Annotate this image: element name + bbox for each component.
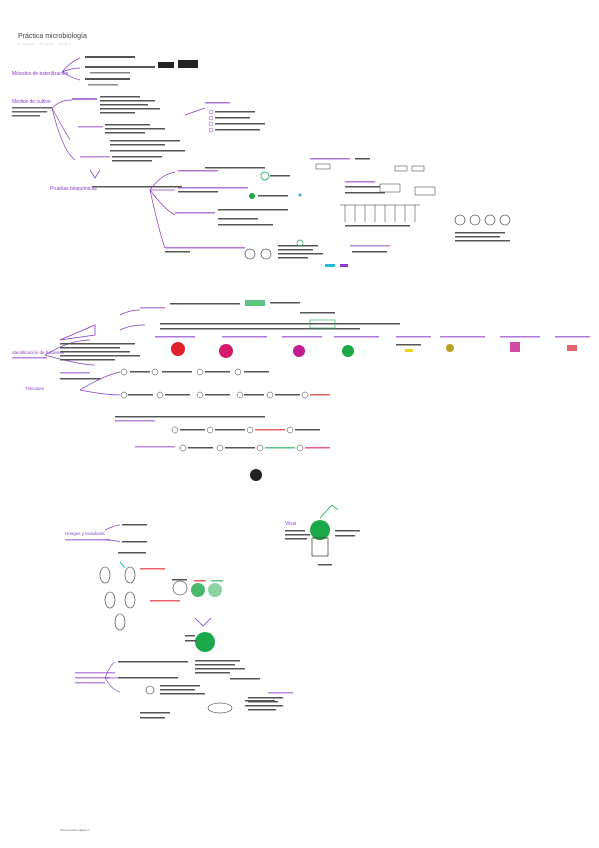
heading-viruses: Virus [285, 521, 297, 527]
heading-bacteria-identification: Identificación de bacterias [12, 350, 65, 355]
footer-note: Final: revisar página 7 [60, 828, 90, 832]
page-subtitle: A. Gómez · 2º curso · tema 1 [18, 42, 71, 46]
section-bacteria-identification: Identificación de bacterias [12, 300, 590, 366]
section-bottom-notes [75, 660, 293, 719]
section-viruses: Virus [285, 504, 360, 566]
section-fungi: Hongos y levaduras [65, 524, 223, 652]
section-biochemical-tests: Pruebas bioquímicas [50, 158, 511, 267]
heading-biochemical-tests: Pruebas bioquímicas [50, 186, 97, 192]
heading-stains: Tinciones [25, 386, 45, 391]
section-culture-media: Medios de cultivo [12, 96, 265, 179]
heading-fungi: Hongos y levaduras [65, 531, 106, 536]
section-stains: Tinciones [25, 368, 330, 481]
heading-culture-media: Medios de cultivo [12, 99, 51, 105]
section-sterilization: Métodos de esterilización [12, 56, 198, 86]
page-title: Práctica microbiología [18, 33, 87, 40]
heading-sterilization: Métodos de esterilización [12, 71, 69, 77]
